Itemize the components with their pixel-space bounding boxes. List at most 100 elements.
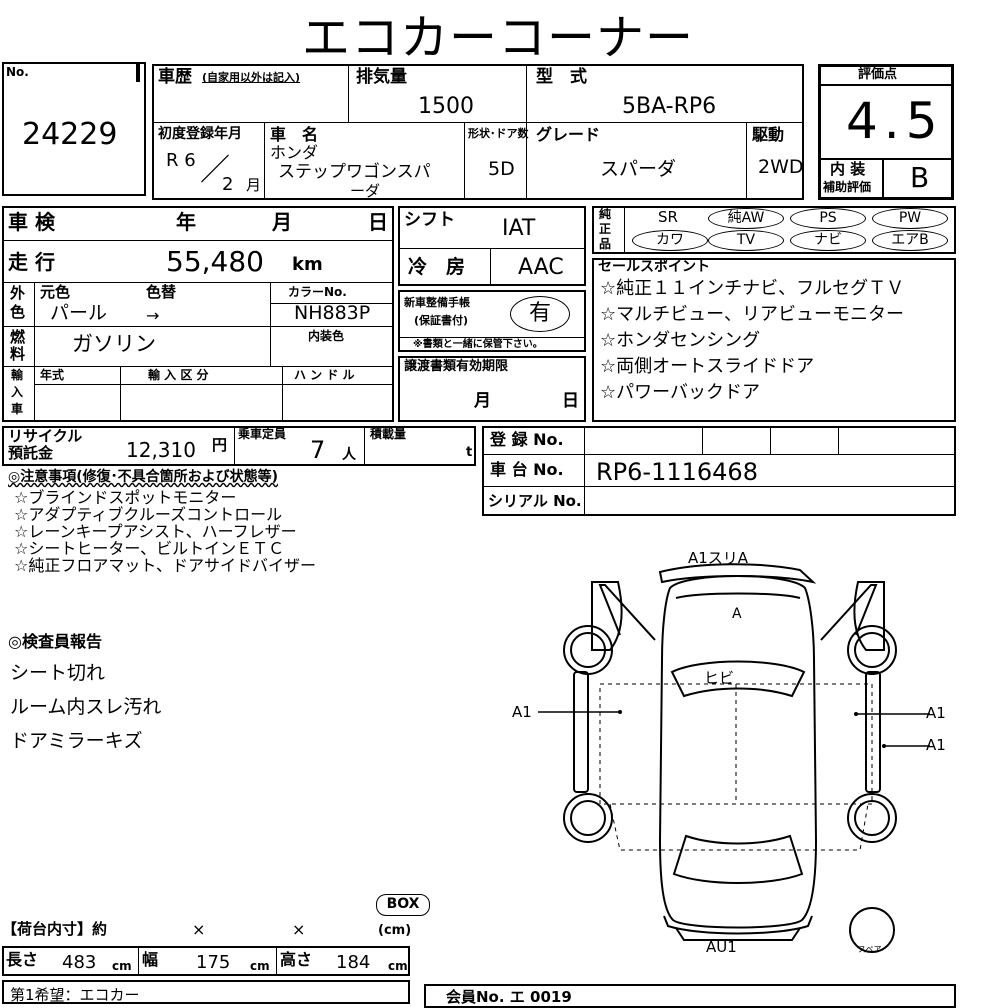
car-name-label: 車 名 [270, 125, 319, 144]
import-label-1: 輸 [11, 368, 24, 382]
yen-label: 円 [212, 436, 228, 454]
grade-value: スパーダ [600, 158, 677, 180]
height-value: 184 [336, 952, 371, 973]
orig-color-label: 元色 [40, 283, 71, 301]
import-type-label: 輸 入 区 分 [148, 368, 209, 382]
equipment-item: TV [708, 230, 784, 251]
lot-no-mark [136, 64, 140, 82]
equip-label-3: 品 [599, 237, 612, 251]
inspection-year-label: 年 [176, 210, 196, 234]
ac-label: 冷 房 [408, 256, 466, 278]
import-label-2: 入 [11, 385, 24, 399]
cargo-times-1: × [192, 920, 206, 939]
reg-era: R 6 [166, 150, 196, 171]
score-label: 評価点 [858, 67, 898, 82]
chassis-label: 車 台 No. [490, 460, 564, 479]
int-color-label: 内装色 [308, 329, 345, 343]
recycle-value: 12,310 [126, 438, 196, 462]
sales-point: ☆両側オートスライドドア [600, 356, 815, 377]
month-label: 月 [246, 176, 262, 194]
history-label: 車歴 [158, 67, 192, 87]
displacement-value: 1500 [418, 94, 474, 119]
car-name-line-1: ステップワゴンスパ [278, 162, 431, 182]
manual-note: ※書類と一緒に保管下さい。 [413, 339, 543, 350]
sales-points-label: セールスポイント [598, 259, 710, 275]
sales-point: ☆パワーバックドア [600, 382, 760, 403]
lot-number-box [2, 62, 146, 196]
score-box [818, 64, 954, 200]
equipment-block [592, 206, 956, 254]
drive-label: 駆動 [752, 125, 785, 144]
transfer-block [398, 356, 586, 422]
registration-block [482, 426, 956, 516]
reg-month: 2 [222, 174, 234, 195]
fuel-value: ガソリン [72, 332, 156, 356]
sales-point: ☆ホンダセンシング [600, 330, 761, 351]
load-label: 積載量 [370, 427, 407, 441]
maker: ホンダ [270, 143, 319, 162]
reg-slash: ／ [200, 153, 230, 188]
inspector-note: ドアミラーキズ [10, 730, 143, 752]
capacity-value: 7 [310, 436, 326, 464]
diagram-spare-label: スペア [858, 945, 882, 954]
inspection-label: 車 検 [8, 210, 55, 234]
note-line: ☆シートヒーター、ビルトインＥＴＣ [14, 539, 285, 558]
model-label: 型 式 [536, 67, 587, 87]
cargo-times-2: × [292, 920, 306, 939]
length-cm: cm [112, 959, 132, 973]
serial-label: シリアル No. [488, 492, 582, 510]
handle-label: ハ ン ド ル [294, 368, 355, 382]
grade-label: グレード [536, 125, 601, 144]
ac-value: AAC [518, 255, 564, 280]
manual-label-2: (保証書付) [414, 314, 469, 327]
orig-color-value: パール [50, 302, 108, 324]
fuel-label-2: 料 [10, 345, 26, 363]
shift-label: シフト [404, 210, 455, 230]
note-line: ☆レーンキープアシスト、ハーフレザー [14, 522, 297, 541]
lot-number: 24229 [22, 117, 118, 152]
transfer-month-label: 月 [474, 391, 491, 411]
car-name-line-2: ーダ [350, 182, 381, 200]
page-title: エコカーコーナー [302, 10, 695, 66]
ext-color-label-2: 色 [10, 303, 26, 321]
history-note: (自家用以外は記入) [202, 71, 301, 84]
note-line: ☆純正フロアマット、ドアサイドバイザー [14, 556, 317, 575]
cargo-dimensions [2, 946, 410, 976]
drive-value: 2WD [758, 156, 804, 178]
equipment-item: SR [658, 208, 678, 226]
equipment-item: エアB [872, 230, 948, 251]
recycle-label-1: リサイクル [8, 427, 83, 445]
header-grid [152, 64, 804, 200]
reg-no-label: 登 録 No. [490, 430, 564, 449]
interior-label-2: 補助評価 [823, 180, 872, 194]
inspector-label: ◎検査員報告 [8, 632, 102, 651]
interior-grade: B [910, 161, 930, 194]
transfer-day-label: 日 [562, 391, 579, 411]
model-value: 5BA-RP6 [622, 94, 717, 119]
score-value: 4.5 [846, 92, 944, 150]
sales-point: ☆マルチビュー、リアビューモニター [600, 304, 904, 325]
recycle-label-2: 預託金 [8, 444, 54, 462]
no-label: No. [6, 65, 29, 79]
capacity-label: 乗車定員 [238, 427, 287, 441]
diagram-windshield-label: ヒビ [704, 669, 735, 687]
repaint-label: 色替 [146, 283, 177, 301]
width-value: 175 [196, 952, 231, 973]
color-no-value: NH883P [294, 302, 371, 324]
equipment-item: ナビ [790, 230, 866, 251]
equipment-item: カワ [632, 230, 708, 251]
diagram-left-label: A1 [512, 703, 532, 721]
vehicle-detail-block [2, 206, 394, 422]
cargo-label: 【荷台内寸】約 [2, 920, 108, 938]
box-label: BOX [376, 894, 430, 916]
inspection-day-label: 日 [368, 210, 388, 234]
repaint-arrow: → [146, 306, 160, 325]
height-cm: cm [388, 959, 408, 973]
doors-value: 5D [488, 158, 515, 180]
fuel-label-1: 燃 [10, 328, 26, 346]
displacement-label: 排気量 [356, 67, 407, 87]
manual-label-1: 新車整備手帳 [404, 296, 470, 309]
transfer-label: 譲渡書類有効期限 [404, 359, 509, 374]
car-damage-diagram [538, 563, 930, 953]
color-no-label: カラーNo. [288, 285, 347, 299]
